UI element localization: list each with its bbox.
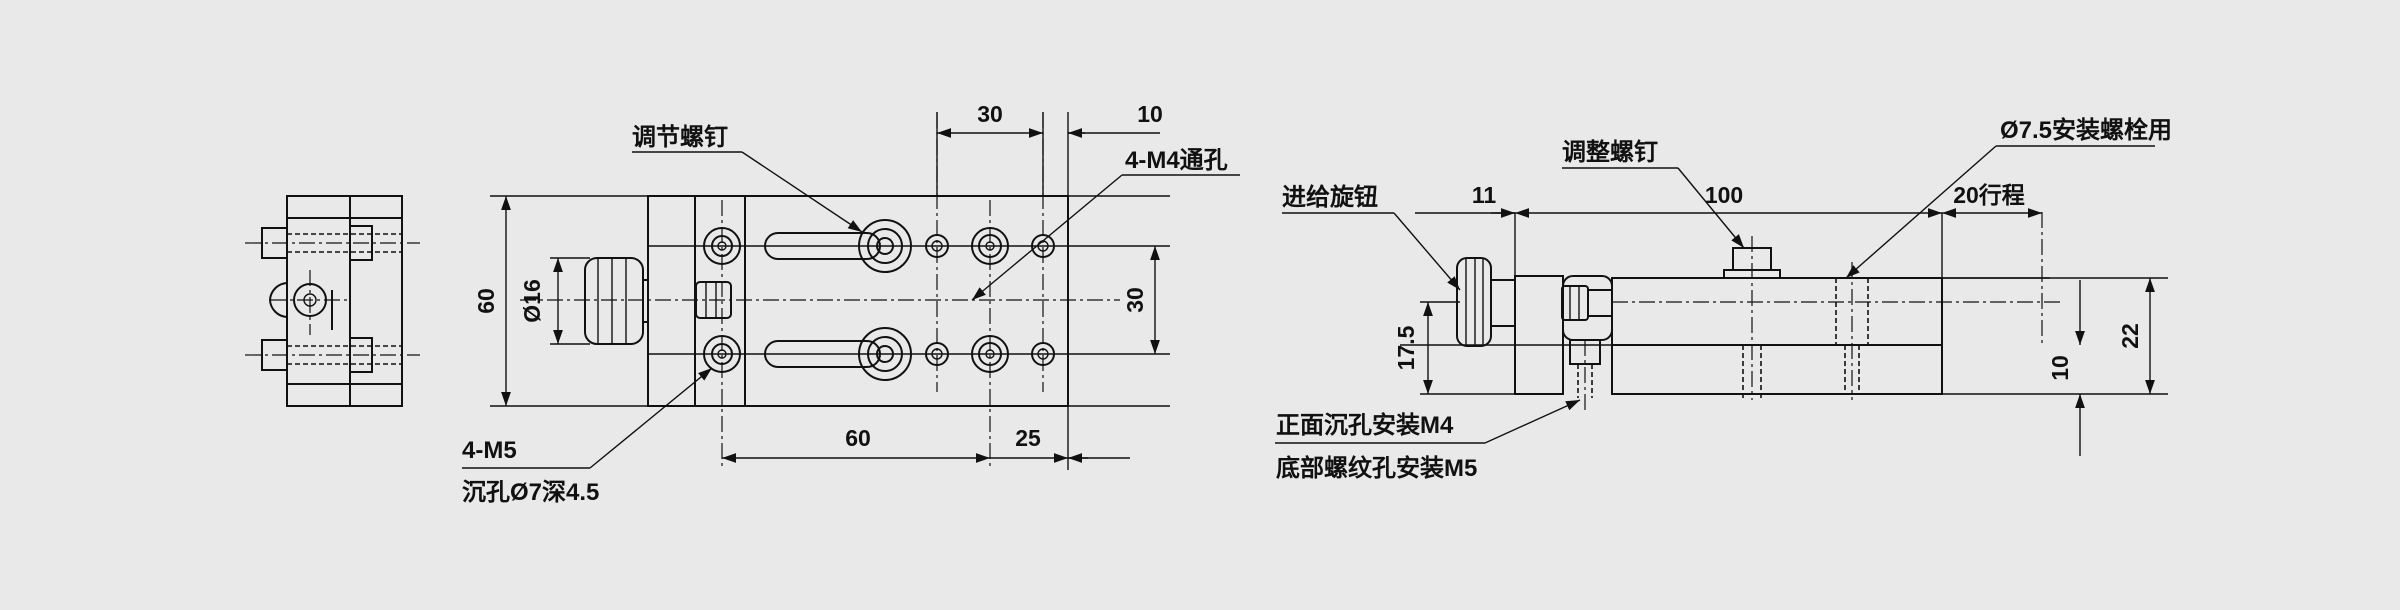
dim-30-top: 30	[977, 101, 1003, 127]
callout-bolt-hole: Ø7.5安装螺栓用	[2000, 116, 2172, 144]
callout-adjust-screw: 调节螺钉	[632, 124, 728, 151]
dim-100-side: 100	[1705, 182, 1743, 208]
end-view	[245, 195, 420, 407]
dim-16-diameter: Ø16	[519, 279, 545, 322]
callout-m4-through: 4-M4通孔	[1125, 147, 1228, 174]
side-view	[1275, 145, 2168, 456]
callout-m5-count: 4-M5	[462, 437, 517, 464]
dim-30-right: 30	[1122, 287, 1148, 313]
dim-10-side: 10	[2047, 355, 2073, 381]
dim-25-bottom: 25	[1015, 425, 1041, 451]
callout-bottom-mount: 底部螺纹孔安装M5	[1276, 454, 1477, 482]
dim-11-side: 11	[1472, 182, 1497, 208]
dim-17-5: 17.5	[1393, 325, 1419, 370]
dim-60-bottom: 60	[845, 425, 871, 451]
dim-20-travel: 20行程	[1953, 182, 2025, 208]
dim-60-height: 60	[473, 288, 499, 314]
callout-adjust-screw-side: 调整螺钉	[1562, 139, 1658, 166]
callout-feed-knob: 进给旋钮	[1282, 183, 1378, 211]
callout-front-mount: 正面沉孔安装M4	[1276, 411, 1454, 439]
dim-10-top: 10	[1137, 101, 1163, 127]
top-view	[462, 112, 1240, 470]
dim-22-side: 22	[2117, 323, 2143, 349]
callout-m5-counterbore: 沉孔Ø7深4.5	[462, 479, 599, 506]
